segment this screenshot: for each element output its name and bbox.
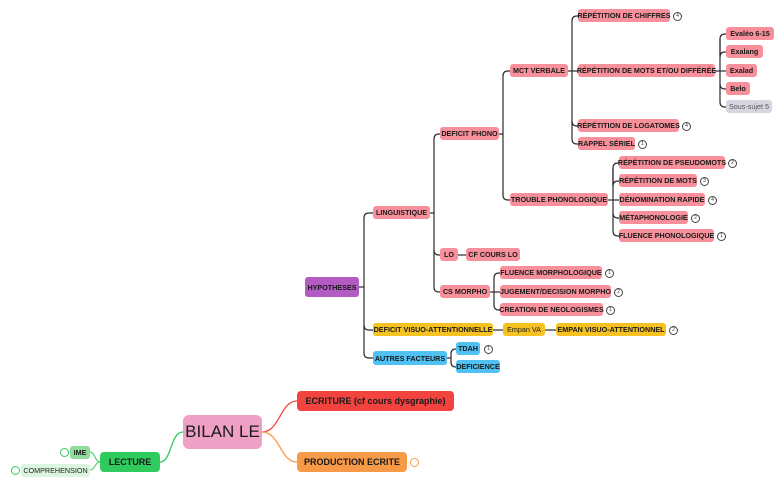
deficit-phono-node[interactable]: DEFICIT PHONO	[440, 127, 499, 140]
jugement-count-badge: 2	[614, 288, 623, 297]
fluence-phono-count-badge: 1	[717, 232, 726, 241]
production-collapse-icon[interactable]	[410, 458, 419, 467]
belo-node[interactable]: Belo	[726, 82, 750, 95]
empan-va-node[interactable]: Empan VA	[503, 323, 545, 336]
rep-mots-node[interactable]: RÉPÉTITION DE MOTS	[619, 174, 697, 187]
rep-chiffres-node[interactable]: RÉPÉTITION DE CHIFFRES	[577, 9, 671, 22]
trouble-phono-node[interactable]: TROUBLE PHONOLOGIQUE	[510, 193, 608, 206]
denomination-count-badge: 4	[708, 196, 717, 205]
exalad-node[interactable]: Exalad	[726, 64, 757, 77]
rep-pseudomots-node[interactable]: RÉPÉTITION DE PSEUDOMOTS	[617, 156, 727, 169]
rep-pseudomots-count-badge: 2	[728, 159, 737, 168]
ecriture-node[interactable]: ECRITURE (cf cours dysgraphie)	[297, 391, 454, 411]
ime-node[interactable]: IME	[70, 446, 90, 459]
root-node[interactable]: BILAN LE	[183, 415, 262, 449]
rep-logatomes-count-badge: 4	[682, 122, 691, 131]
metaphono-node[interactable]: MÉTAPHONOLOGIE	[619, 211, 688, 224]
rep-mots-differee-node[interactable]: RÉPÉTITION DE MOTS ET/OU DIFFÉRÉE	[576, 64, 717, 77]
fluence-morpho-count-badge: 1	[605, 269, 614, 278]
cf-cours-lo-node[interactable]: CF COURS LO	[466, 248, 520, 261]
denomination-node[interactable]: DÉNOMINATION RAPIDE	[619, 193, 705, 206]
hypotheses-node[interactable]: HYPOTHESES	[305, 277, 359, 297]
linguistique-node[interactable]: LINGUISTIQUE	[373, 206, 430, 219]
empan-visuo-count-badge: 2	[669, 326, 678, 335]
comprehension-node[interactable]: COMPREHENSION	[21, 464, 90, 477]
fluence-morpho-node[interactable]: FLUENCE MORPHOLOGIQUE	[500, 266, 602, 279]
metaphono-count-badge: 2	[691, 214, 700, 223]
rep-mots-count-badge: 3	[700, 177, 709, 186]
lecture-node[interactable]: LECTURE	[100, 452, 160, 472]
mct-verbale-node[interactable]: MCT VERBALE	[510, 64, 568, 77]
creation-count-badge: 1	[606, 306, 615, 315]
production-ecrite-node[interactable]: PRODUCTION ECRITE	[297, 452, 407, 472]
rappel-seriel-count-badge: 1	[638, 140, 647, 149]
rep-logatomes-node[interactable]: RÉPÉTITION DE LOGATOMES	[577, 119, 680, 132]
autres-facteurs-node[interactable]: AUTRES FACTEURS	[373, 351, 447, 365]
rep-chiffres-count-badge: 4	[673, 12, 682, 21]
exalang-node[interactable]: Exalang	[726, 45, 763, 58]
sous-sujet-node[interactable]: Sous-sujet 5	[726, 100, 772, 113]
rappel-seriel-node[interactable]: RAPPEL SÉRIEL	[578, 137, 635, 150]
fluence-phono-node[interactable]: FLUENCE PHONOLOGIQUE	[618, 229, 715, 242]
cs-morpho-node[interactable]: CS MORPHO	[440, 285, 490, 298]
deficience-node[interactable]: DEFICIENCE	[456, 360, 500, 373]
deficit-va-node[interactable]: DEFICIT VISUO-ATTENTIONNELLE	[373, 323, 493, 336]
ime-expand-icon[interactable]	[60, 448, 69, 457]
empan-visuo-node[interactable]: EMPAN VISUO-ATTENTIONNEL	[556, 323, 666, 336]
tdah-count-badge: 1	[484, 345, 493, 354]
evaleo-node[interactable]: Evaléo 6-15	[726, 27, 774, 40]
tdah-node[interactable]: TDAH	[456, 342, 480, 355]
lo-node[interactable]: LO	[440, 248, 458, 261]
comprehension-expand-icon[interactable]	[11, 466, 20, 475]
creation-node[interactable]: CREATION DE NEOLOGISMES	[499, 303, 604, 316]
jugement-node[interactable]: JUGEMENT/DECISION MORPHO	[499, 285, 612, 298]
